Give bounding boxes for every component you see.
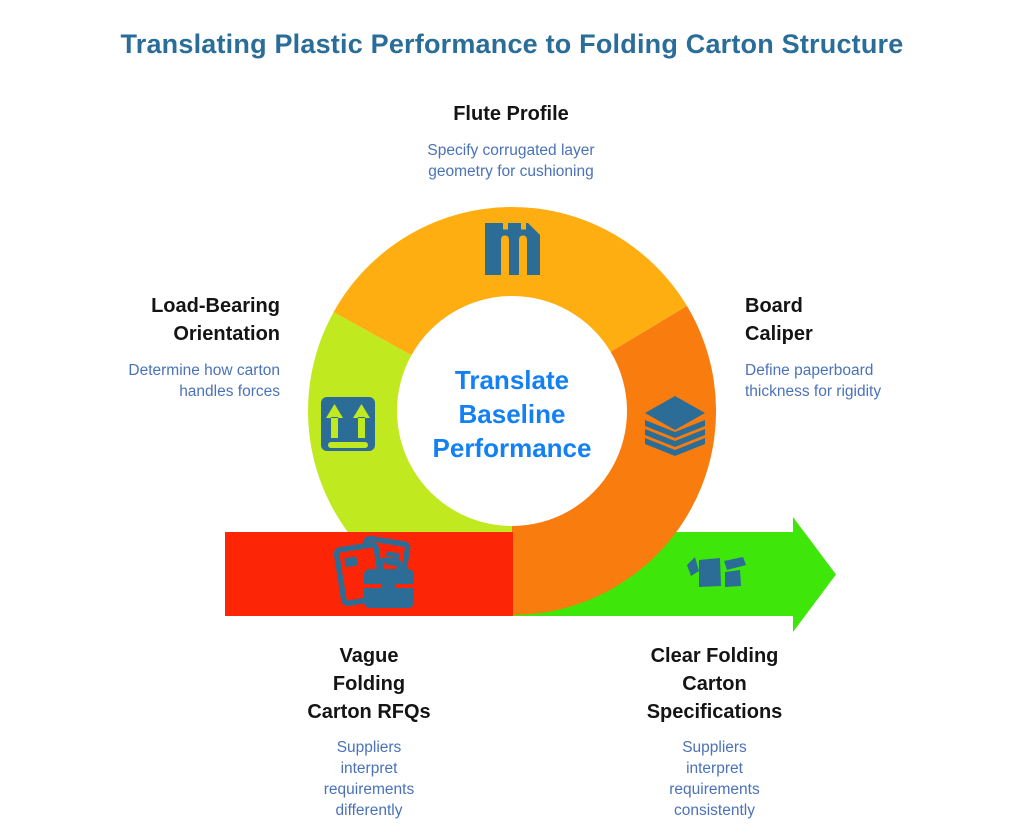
clear-specs-title: Clear Folding Carton Specifications — [646, 645, 783, 723]
open-carton-box-icon — [687, 557, 746, 587]
this-side-up-icon — [321, 397, 375, 451]
page-title: Translating Plastic Performance to Foldi… — [120, 29, 904, 59]
up-arrow-left — [326, 404, 343, 438]
doc-back-line-1 — [386, 551, 400, 558]
vague-rfqs-title: Vague Folding Carton RFQs — [307, 645, 431, 723]
flute-profile-title: Flute Profile — [453, 103, 569, 125]
box-main-panel — [699, 558, 721, 587]
box-left-flap — [687, 557, 699, 576]
load-bearing-desc: Determine how carton handles forces — [128, 362, 280, 400]
vague-rfqs-desc: Suppliers interpret requirements differe… — [323, 739, 415, 819]
box-right-panel — [725, 570, 741, 587]
this-side-up-baseline — [328, 442, 368, 448]
board-caliper-title: Board Caliper — [745, 295, 813, 345]
doc-front-photo — [344, 556, 358, 568]
layers-strip-1 — [645, 420, 705, 438]
board-caliper-desc: Define paperboard thickness for rigidity — [745, 362, 882, 400]
flute-profile-icon — [485, 223, 540, 275]
flute-profile-desc: Specify corrugated layer geometry for cu… — [427, 142, 595, 180]
ring-segment-yellow — [333, 206, 687, 356]
ring-segment-orange — [512, 305, 717, 615]
layers-top-diamond — [645, 396, 705, 430]
layers-strip-3 — [645, 438, 705, 456]
documents-briefcase-icon — [333, 535, 414, 608]
up-arrow-right — [353, 404, 370, 438]
briefcase-latch — [382, 579, 396, 592]
layers-strip-2 — [645, 429, 705, 447]
center-label: Translate Baseline Performance — [432, 365, 592, 463]
box-right-flap — [724, 557, 746, 570]
stacked-layers-icon — [645, 396, 705, 456]
load-bearing-title: Load-Bearing Orientation — [151, 295, 280, 345]
clear-specs-desc: Suppliers interpret requirements consist… — [669, 739, 760, 819]
